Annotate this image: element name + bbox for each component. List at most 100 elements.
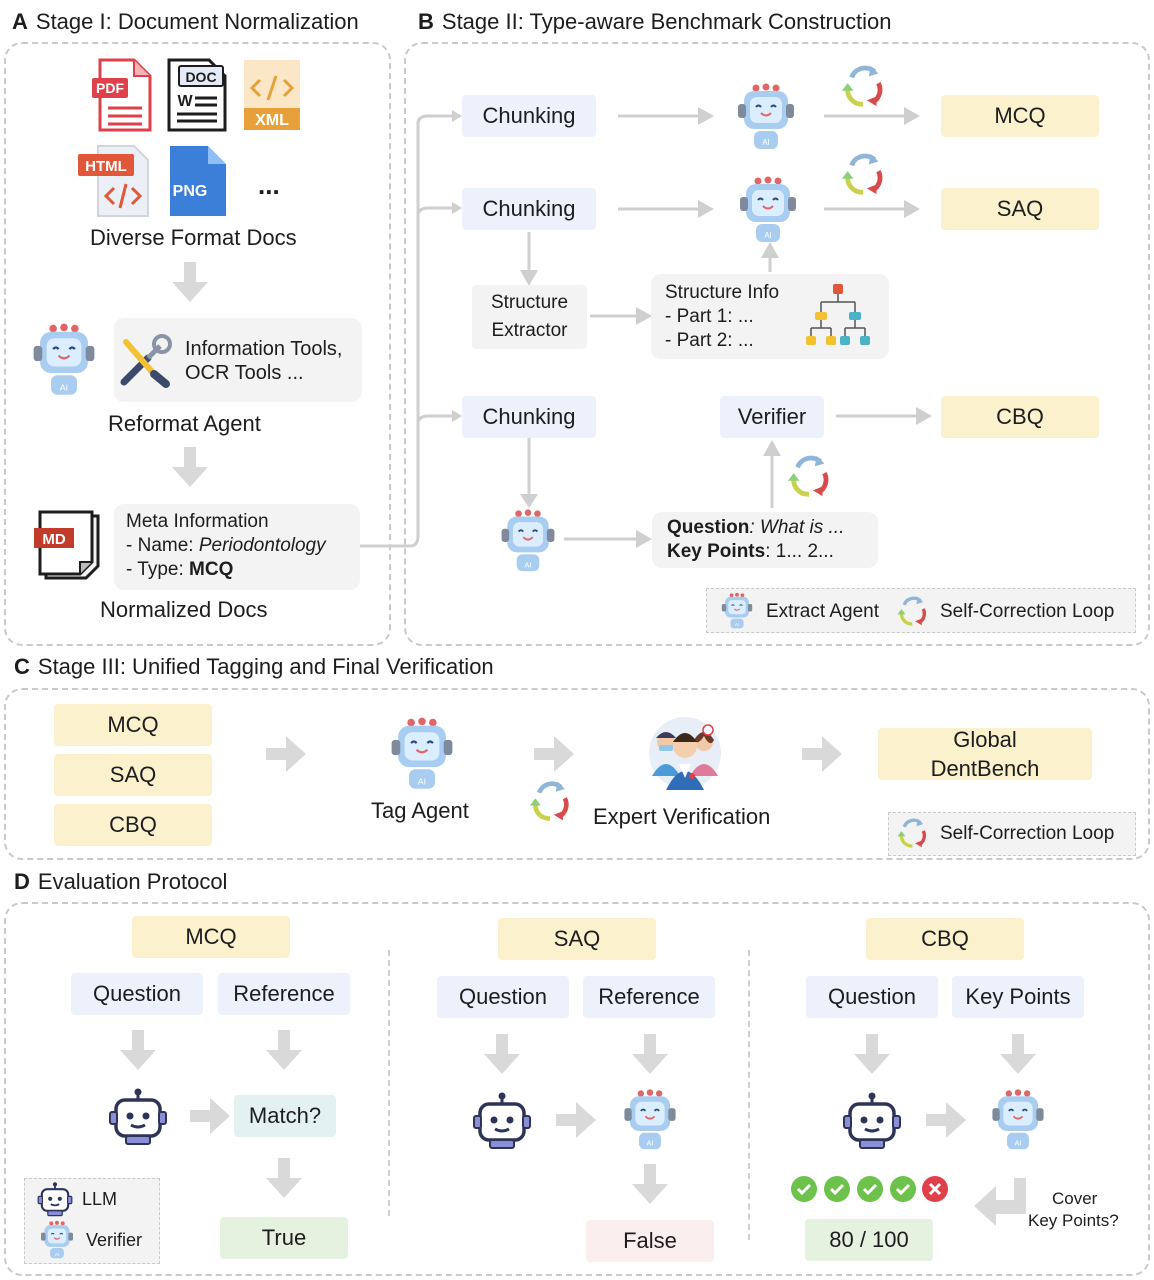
tools-line1: Information Tools, xyxy=(185,338,343,360)
verifier-robot-icon xyxy=(988,1088,1048,1152)
stage-c-cbq: CBQ xyxy=(54,804,212,846)
cover-line2: Key Points? xyxy=(1028,1211,1119,1230)
structure-extractor-box: Structure Extractor xyxy=(472,285,587,349)
svg-text:XML: XML xyxy=(255,112,289,129)
check-icon xyxy=(890,1176,916,1202)
tools-icon xyxy=(118,334,172,388)
right-arrow-icon xyxy=(534,734,574,774)
svg-text:W: W xyxy=(177,93,193,110)
meta-info-box xyxy=(114,504,360,590)
llm-robot-icon xyxy=(36,1182,74,1218)
extract-agent-robot-icon xyxy=(496,508,560,574)
refresh-loop-icon xyxy=(840,62,888,110)
refresh-loop-icon xyxy=(528,778,574,824)
divider xyxy=(748,950,750,1240)
global-line1: Global xyxy=(953,727,1017,752)
right-arrow-icon xyxy=(266,734,306,774)
saq-box: SAQ xyxy=(941,188,1099,230)
more-formats-ellipsis: ... xyxy=(258,170,280,200)
doc-icon: DOC W xyxy=(165,58,229,132)
stage-b-panel xyxy=(404,42,1150,646)
structure-extractor-line2: Extractor xyxy=(491,320,568,341)
pdf-icon: PDF xyxy=(90,58,154,132)
refresh-loop-icon xyxy=(840,150,888,198)
svg-text:DOC: DOC xyxy=(185,69,216,85)
eval-mcq-question: Question xyxy=(71,973,203,1015)
eval-saq-reference: Reference xyxy=(583,976,715,1018)
legend-verifier: Verifier xyxy=(86,1230,143,1250)
llm-robot-icon xyxy=(108,1088,168,1148)
meta-name: - Name: Periodontology xyxy=(126,535,326,556)
verifier-box: Verifier xyxy=(720,396,824,438)
stage-c-saq: SAQ xyxy=(54,754,212,796)
right-arrow-icon xyxy=(926,1100,966,1140)
eval-saq-title: SAQ xyxy=(498,918,656,960)
down-arrow-icon xyxy=(118,1030,158,1070)
verifier-robot-icon xyxy=(38,1220,76,1260)
stage-b-legend xyxy=(706,588,1136,633)
down-arrow-icon xyxy=(998,1034,1038,1074)
check-icon xyxy=(791,1176,817,1202)
saq-result-false: False xyxy=(586,1220,714,1262)
down-arrow-icon xyxy=(630,1034,670,1074)
llm-robot-icon xyxy=(472,1092,532,1152)
svg-text:HTML: HTML xyxy=(85,158,127,175)
html-icon: HTML xyxy=(76,144,152,218)
stage-a-panel xyxy=(4,42,391,646)
cross-icon xyxy=(922,1176,948,1202)
md-file-icon: MD xyxy=(32,508,108,584)
score-checks xyxy=(791,1176,948,1202)
svg-text:PNG: PNG xyxy=(173,183,208,200)
svg-text:PDF: PDF xyxy=(96,80,124,96)
structure-info-title: Structure Info xyxy=(665,282,780,303)
right-arrow-icon xyxy=(190,1096,230,1136)
down-arrow-icon xyxy=(264,1030,304,1070)
eval-mcq-reference: Reference xyxy=(218,973,350,1015)
stage-d-panel xyxy=(4,902,1150,1276)
refresh-loop-icon xyxy=(786,452,834,500)
extract-agent-robot-icon xyxy=(734,82,798,152)
eval-cbq-keypoints: Key Points xyxy=(952,976,1084,1018)
diverse-format-label: Diverse Format Docs xyxy=(90,225,297,250)
down-arrow-icon xyxy=(264,1158,304,1198)
down-arrow-icon xyxy=(630,1164,670,1204)
meta-type: - Type: MCQ xyxy=(126,559,234,580)
right-arrow-icon xyxy=(802,734,842,774)
mcq-result-true: True xyxy=(220,1217,348,1259)
stage-c-legend xyxy=(888,812,1136,856)
down-arrow-icon xyxy=(482,1034,522,1074)
global-dentbench-box: Global DentBench xyxy=(878,727,1092,781)
svg-text:MD: MD xyxy=(42,531,65,548)
structure-info-part2: - Part 2: ... xyxy=(665,330,754,351)
tag-agent-robot-icon xyxy=(384,716,460,792)
stage-c-panel xyxy=(4,688,1150,860)
cbq-box: CBQ xyxy=(941,396,1099,438)
chunking-box-1: Chunking xyxy=(462,95,596,137)
eval-mcq-title: MCQ xyxy=(132,916,290,958)
eval-saq-question: Question xyxy=(437,976,569,1018)
mcq-box: MCQ xyxy=(941,95,1099,137)
experts-icon xyxy=(648,716,722,790)
question-keypoints-box xyxy=(652,512,878,568)
cover-line1: Cover xyxy=(1052,1189,1098,1208)
refresh-loop-icon xyxy=(896,816,930,850)
structure-extractor-line1: Structure xyxy=(490,292,569,313)
extract-agent-robot-icon xyxy=(718,592,756,630)
expert-verification-label: Expert Verification xyxy=(593,804,771,829)
eval-cbq-title: CBQ xyxy=(866,918,1024,960)
stage-c-mcq: MCQ xyxy=(54,704,212,746)
tools-box xyxy=(114,318,362,402)
legend-llm: LLM xyxy=(82,1189,118,1209)
divider xyxy=(388,950,390,1216)
legend-extract-agent: Extract Agent xyxy=(766,601,880,622)
meta-title: Meta Information xyxy=(126,511,269,532)
check-icon xyxy=(857,1176,883,1202)
stage-c-legend-loop: Self-Correction Loop xyxy=(940,823,1115,844)
tree-structure-icon xyxy=(805,282,871,350)
tools-line2: OCR Tools ... xyxy=(185,362,304,384)
right-arrow-icon xyxy=(556,1100,596,1140)
